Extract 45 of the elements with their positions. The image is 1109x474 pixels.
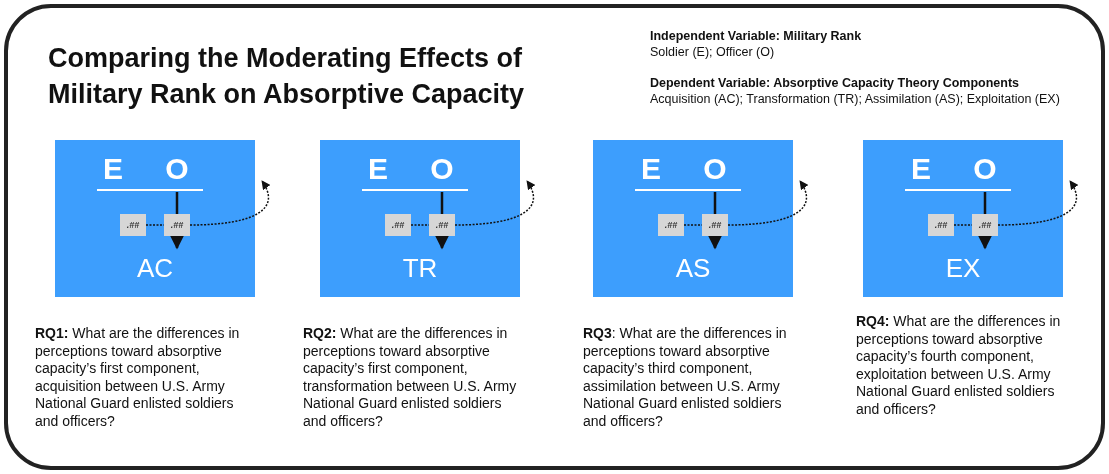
dotted-arrow (997, 180, 1078, 226)
group-letter: O (422, 152, 462, 186)
connector-line (440, 192, 444, 214)
question-text: RQ2: What are the differences in perceptions toward absorptive capacity’s first component, transformation between U.S. Army National Guard enlisted soldiers and officers? (303, 325, 518, 430)
dotted-arrow (454, 180, 535, 226)
question-text: RQ4: What are the differences in perceptions toward absorptive capacity’s fourth component, exploitation between U.S. Army National Guard enlisted soldiers and officers? (856, 313, 1062, 418)
value-field: .## (385, 214, 411, 236)
component-label: TR (380, 248, 460, 288)
group-letter: E (633, 152, 669, 186)
dotted-arrow (727, 180, 808, 226)
panel-box (55, 140, 255, 297)
value-field: .## (658, 214, 684, 236)
variable-heading: Dependent Variable: Absorptive Capacity Theory Components (650, 76, 1021, 91)
group-letter: O (695, 152, 735, 186)
arrow (707, 234, 723, 250)
component-label: EX (923, 248, 1003, 288)
dotted-arrow (189, 180, 270, 226)
value-field: .## (120, 214, 146, 236)
variable-heading: Independent Variable: Military Rank (650, 29, 863, 44)
group-letter: E (95, 152, 131, 186)
value-field: .## (928, 214, 954, 236)
group-letter: O (157, 152, 197, 186)
group-letter: O (965, 152, 1005, 186)
variable-values: Acquisition (AC); Transformation (TR); Assimilation (AS); Exploitation (EX) (650, 92, 1061, 107)
component-label: AS (653, 248, 733, 288)
group-letter: E (903, 152, 939, 186)
variable-values: Soldier (E); Officer (O) (650, 45, 776, 60)
value-field: .## (972, 214, 998, 236)
connector-line (983, 192, 987, 214)
arrow (169, 234, 185, 250)
connector-line (713, 192, 717, 214)
connector-line (175, 192, 179, 214)
component-label: AC (115, 248, 195, 288)
title: Comparing the Moderating Effects of Military Rank on Absorptive Capacity (48, 42, 526, 111)
panel-box (863, 140, 1063, 297)
question-text: RQ3: What are the differences in perceptions toward absorptive capacity’s third component, assimilation between U.S. Army National Guard enlisted soldiers and officers? (583, 325, 788, 430)
arrow (977, 234, 993, 250)
arrow (434, 234, 450, 250)
question-text: RQ1: What are the differences in perceptions toward absorptive capacity’s first component, acquisition between U.S. Army National Guard enlisted soldiers and officers? (35, 325, 241, 430)
group-letter: E (360, 152, 396, 186)
value-field: .## (429, 214, 455, 236)
value-field: .## (702, 214, 728, 236)
panel-box (320, 140, 520, 297)
value-field: .## (164, 214, 190, 236)
panel-box (593, 140, 793, 297)
